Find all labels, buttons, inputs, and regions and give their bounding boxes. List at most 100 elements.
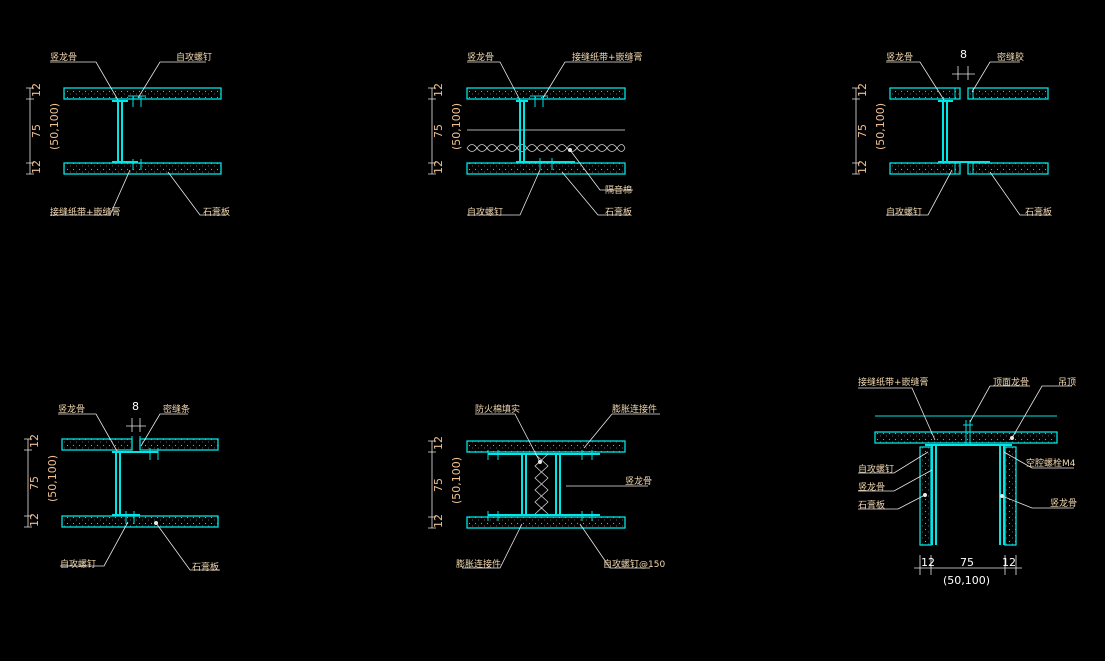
gypsum-board-bottom-left (889, 162, 961, 175)
dim-board-top: 12 (856, 83, 869, 97)
gypsum-board-right (1004, 446, 1017, 546)
dim-board-top: 12 (30, 83, 43, 97)
stud-channels (488, 453, 600, 516)
dimension-line (852, 87, 860, 175)
gap-dimension (126, 418, 146, 432)
label-screw: 自攻螺钉 (60, 558, 96, 570)
detail-2: 12 75 (50,100) 12 竖龙骨 接缝纸带+嵌缝膏 隔音棉 自攻螺钉 … (428, 51, 643, 218)
leader-board (561, 171, 630, 216)
insulation (466, 144, 626, 152)
leader-stud (50, 61, 119, 101)
gypsum-board-bottom (61, 515, 219, 528)
leader-stud (467, 61, 521, 101)
label-board: 石膏板 (192, 561, 219, 573)
dim-board-top: 12 (432, 83, 445, 97)
gypsum-board-bottom-right (967, 162, 1049, 175)
fire-insulation (534, 453, 549, 515)
screws (125, 436, 159, 524)
label-top: 吊顶 (1058, 377, 1076, 388)
dim-board-bottom: 12 (856, 160, 869, 174)
dim-board-top: 12 (28, 434, 41, 448)
label-board: 石膏板 (203, 206, 230, 218)
dim-stud-alt: (50,100) (874, 103, 887, 150)
joint-filler (954, 88, 974, 174)
gypsum-board-top-right (139, 438, 219, 451)
leader-dot (154, 521, 158, 525)
label-stud: 竖龙骨 (858, 481, 885, 493)
gap-dimension (952, 66, 975, 80)
detail-4: 8 12 75 (50,100) 12 竖龙骨 密缝条 自攻螺钉 石膏板 (24, 400, 220, 573)
stud-channel (112, 451, 158, 516)
leader-fire (475, 413, 541, 463)
leader-tape (542, 61, 632, 99)
label-stud: 竖龙骨 (625, 475, 652, 487)
gypsum-board-bottom (466, 516, 626, 529)
label-tape: 接缝纸带+嵌缝膏 (50, 206, 121, 218)
label-insulation: 隔音棉 (605, 184, 632, 196)
label-anchor: 空腔螺栓M4 (1026, 457, 1076, 469)
dim-stud: 75 (432, 124, 445, 138)
dim-stud: 75 (432, 478, 445, 492)
label-stud-right: 竖龙骨 (1050, 497, 1077, 509)
leader-screw (886, 169, 953, 216)
dim-board-left: 12 (921, 556, 935, 569)
dim-stud-alt: (50,100) (450, 103, 463, 150)
leader-screw (579, 523, 650, 569)
label-tape: 接缝纸带+嵌缝膏 (858, 376, 929, 388)
label-fire: 防火棉填实 (475, 403, 520, 415)
label-tape: 接缝纸带+嵌缝膏 (572, 51, 643, 63)
detail-5: 12 75 (50,100) 12 防火棉填实 膨胀连接件 竖龙骨 膨胀连接件 … (428, 403, 665, 570)
stud-channel (516, 100, 575, 163)
dim-stud-alt: (50,100) (48, 103, 61, 150)
label-screw: 自攻螺钉 (858, 463, 894, 475)
dim-stud-alt: (50,100) (450, 457, 463, 504)
gypsum-board-top-left (889, 87, 961, 100)
leader-screw (137, 61, 206, 99)
leader-stud (886, 61, 945, 101)
label-board: 石膏板 (605, 206, 632, 218)
dim-gap: 8 (960, 48, 967, 61)
leader-connector-top (583, 413, 660, 449)
leader-sealant (140, 413, 188, 447)
label-screw: 自攻螺钉 (467, 206, 503, 218)
screws (128, 95, 146, 170)
screws (530, 95, 553, 170)
stud-channel (938, 100, 990, 163)
anchor-bolt (963, 420, 973, 445)
label-connector-top: 膨胀连接件 (612, 403, 657, 415)
dim-stud: 75 (28, 476, 41, 490)
leader-board (155, 522, 220, 571)
leader-ceiling-stud (969, 385, 1030, 423)
label-screw: 自攻螺钉@150 (603, 558, 665, 570)
leader-board (167, 171, 226, 216)
leader-tape (858, 387, 936, 441)
dimension-line (24, 438, 32, 528)
label-stud: 竖龙骨 (58, 403, 85, 415)
leader-stud (858, 469, 933, 492)
leader-screw (858, 451, 929, 474)
dim-stud: 75 (30, 124, 43, 138)
gypsum-board-top (466, 440, 626, 453)
dimension-line (428, 87, 436, 175)
label-sealant: 密缝条 (163, 403, 190, 415)
leader-anchor (1003, 451, 1074, 469)
label-sealant: 密缝胶 (997, 51, 1024, 63)
leader-dot (1010, 436, 1014, 440)
gypsum-board-top-left (61, 438, 133, 451)
leader-screw (467, 169, 541, 216)
dim-board-bottom: 12 (28, 513, 41, 527)
leader-tape (50, 169, 131, 216)
leader-connector-bottom (462, 523, 523, 569)
detail-1: 12 75 (50,100) 12 竖龙骨 自攻螺钉 接缝纸带+嵌缝膏 石膏板 (26, 51, 230, 218)
label-board: 石膏板 (1025, 206, 1052, 218)
leader-board (989, 171, 1050, 216)
dim-stud: 75 (960, 556, 974, 569)
leader-insulation (569, 149, 633, 191)
label-connector-bottom: 膨胀连接件 (456, 558, 501, 570)
leader-sealant (971, 61, 1020, 93)
dim-board-bottom: 12 (432, 160, 445, 174)
detail-3: 8 12 75 (50,100) 12 竖龙骨 密缝胶 自攻螺钉 石膏板 (852, 48, 1052, 218)
dim-stud-alt: (50,100) (46, 455, 59, 502)
dimension-line (914, 555, 1022, 575)
leader-screw (60, 521, 129, 567)
